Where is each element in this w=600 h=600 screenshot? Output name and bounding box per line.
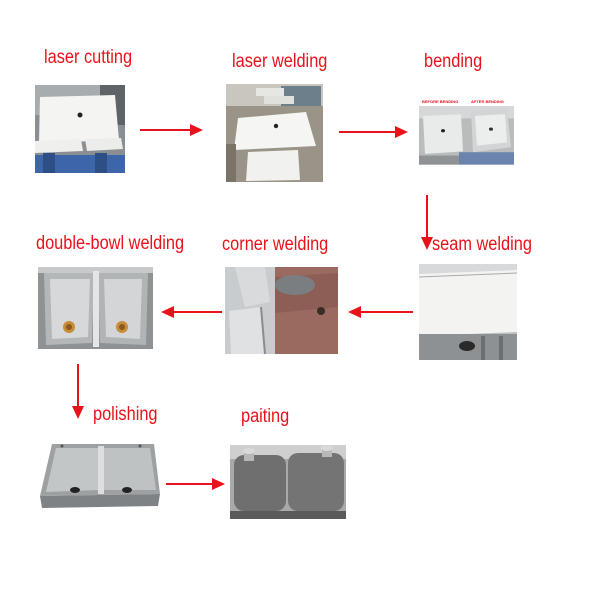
arrow-right-2 — [339, 126, 408, 138]
label-seam-welding: seam welding — [432, 234, 532, 255]
arrow-right-1 — [140, 124, 203, 136]
photo-corner-welding — [225, 267, 338, 354]
label-laser-welding: laser welding — [232, 51, 328, 72]
label-bending: bending — [424, 51, 483, 72]
label-corner-welding: corner welding — [222, 234, 329, 255]
photo-bending: BEFORE BENDING AFTER BENDING — [419, 91, 514, 177]
photo-double-bowl-welding — [38, 267, 153, 349]
label-after-bending: AFTER BENDING — [471, 99, 504, 104]
photo-seam-welding — [419, 264, 517, 360]
arrow-right-3 — [166, 478, 225, 490]
label-before-bending: BEFORE BENDING — [422, 99, 459, 104]
photo-polishing — [40, 440, 161, 520]
label-polishing: polishing — [93, 404, 158, 425]
photo-laser-welding — [226, 84, 323, 182]
label-paiting: paiting — [241, 406, 290, 427]
label-laser-cutting: laser cutting — [44, 47, 133, 68]
photo-paiting — [230, 445, 346, 519]
label-double-bowl-welding: double-bowl welding — [36, 233, 185, 254]
arrow-down-1 — [421, 195, 433, 250]
arrow-left-2 — [161, 306, 222, 318]
arrow-down-2 — [72, 364, 84, 419]
arrow-left-1 — [348, 306, 413, 318]
photo-laser-cutting — [35, 85, 125, 173]
